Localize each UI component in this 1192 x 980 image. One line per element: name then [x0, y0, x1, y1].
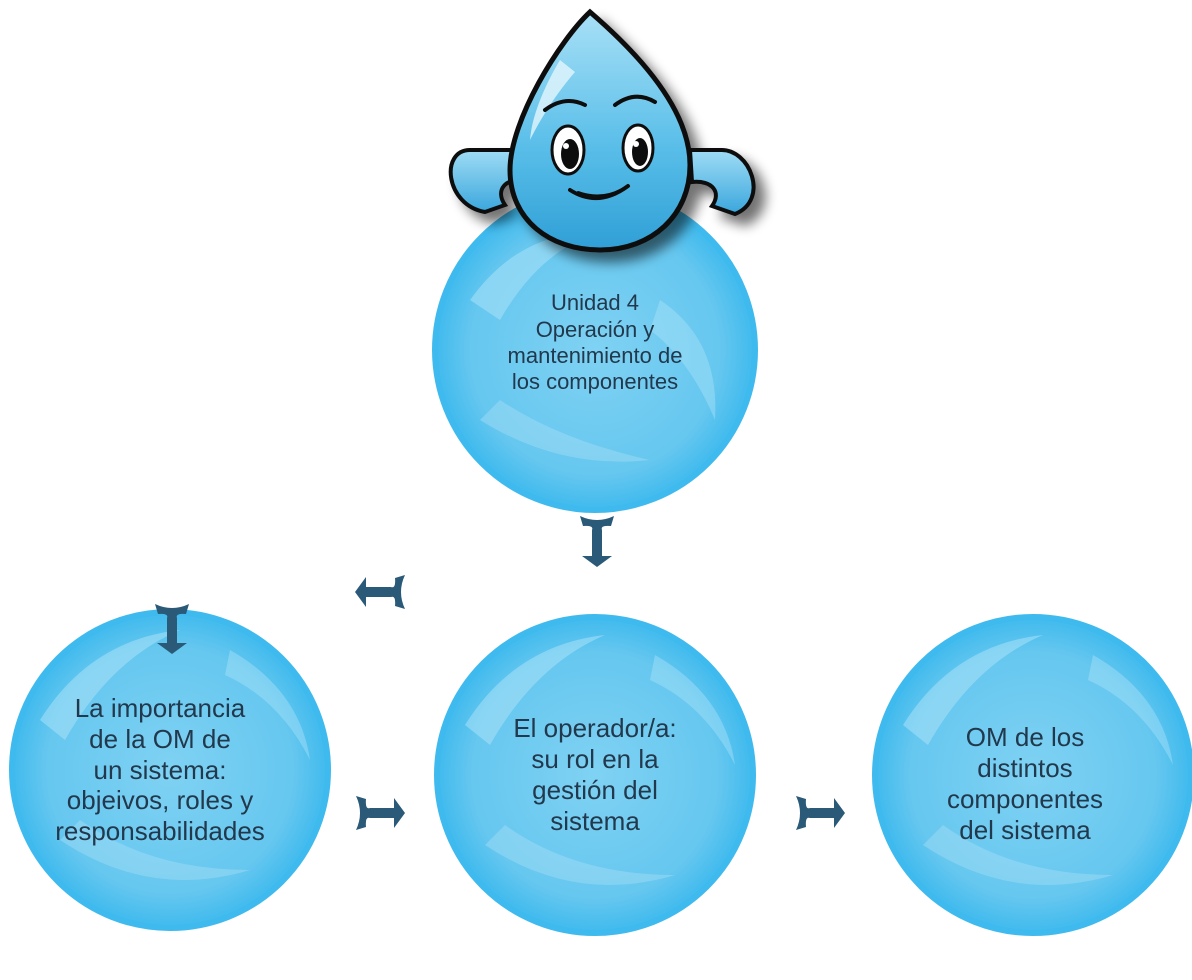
node-left-line: un sistema: [93, 754, 227, 785]
arrow-top-left [355, 575, 405, 609]
node-left-line: responsabilidades [55, 816, 265, 846]
node-center-line: El operador/a: [513, 712, 677, 743]
node-left-line: de la OM de [89, 723, 231, 754]
node-right-line: distintos [977, 752, 1073, 783]
bubble-center [434, 614, 756, 936]
node-center-text: El operador/a: su rol en la gestión del … [455, 712, 735, 838]
node-right-text: OM de los distintos componentes del sist… [880, 720, 1170, 848]
node-center-line: su rol en la [531, 743, 659, 774]
node-left-line: La importancia [74, 693, 246, 724]
node-top-line: los componentes [511, 369, 679, 395]
node-right-line: del sistema [959, 815, 1091, 846]
water-drop-character-icon [448, 8, 756, 253]
bubble-top [432, 187, 758, 513]
arrow-left-down [155, 604, 189, 654]
node-left-line: objeivos, roles y [66, 785, 254, 816]
node-center-line: gestión del [532, 775, 658, 805]
node-right-line: componentes [946, 784, 1104, 814]
arrow-top-down [580, 516, 614, 567]
arrow-center-to-right [796, 796, 845, 830]
node-right-line: OM de los [965, 721, 1085, 752]
node-top-line: mantenimiento de [507, 343, 683, 368]
node-top-text: Unidad 4 Operación y mantenimiento de lo… [465, 285, 725, 401]
node-top-line: Operación y [535, 316, 655, 342]
node-center-line: sistema [550, 806, 640, 837]
node-left-text: La importancia de la OM de un sistema: o… [10, 690, 310, 850]
bubble-right [872, 614, 1192, 936]
node-top-line: Unidad 4 [550, 290, 640, 316]
arrow-left-to-center [356, 796, 405, 830]
